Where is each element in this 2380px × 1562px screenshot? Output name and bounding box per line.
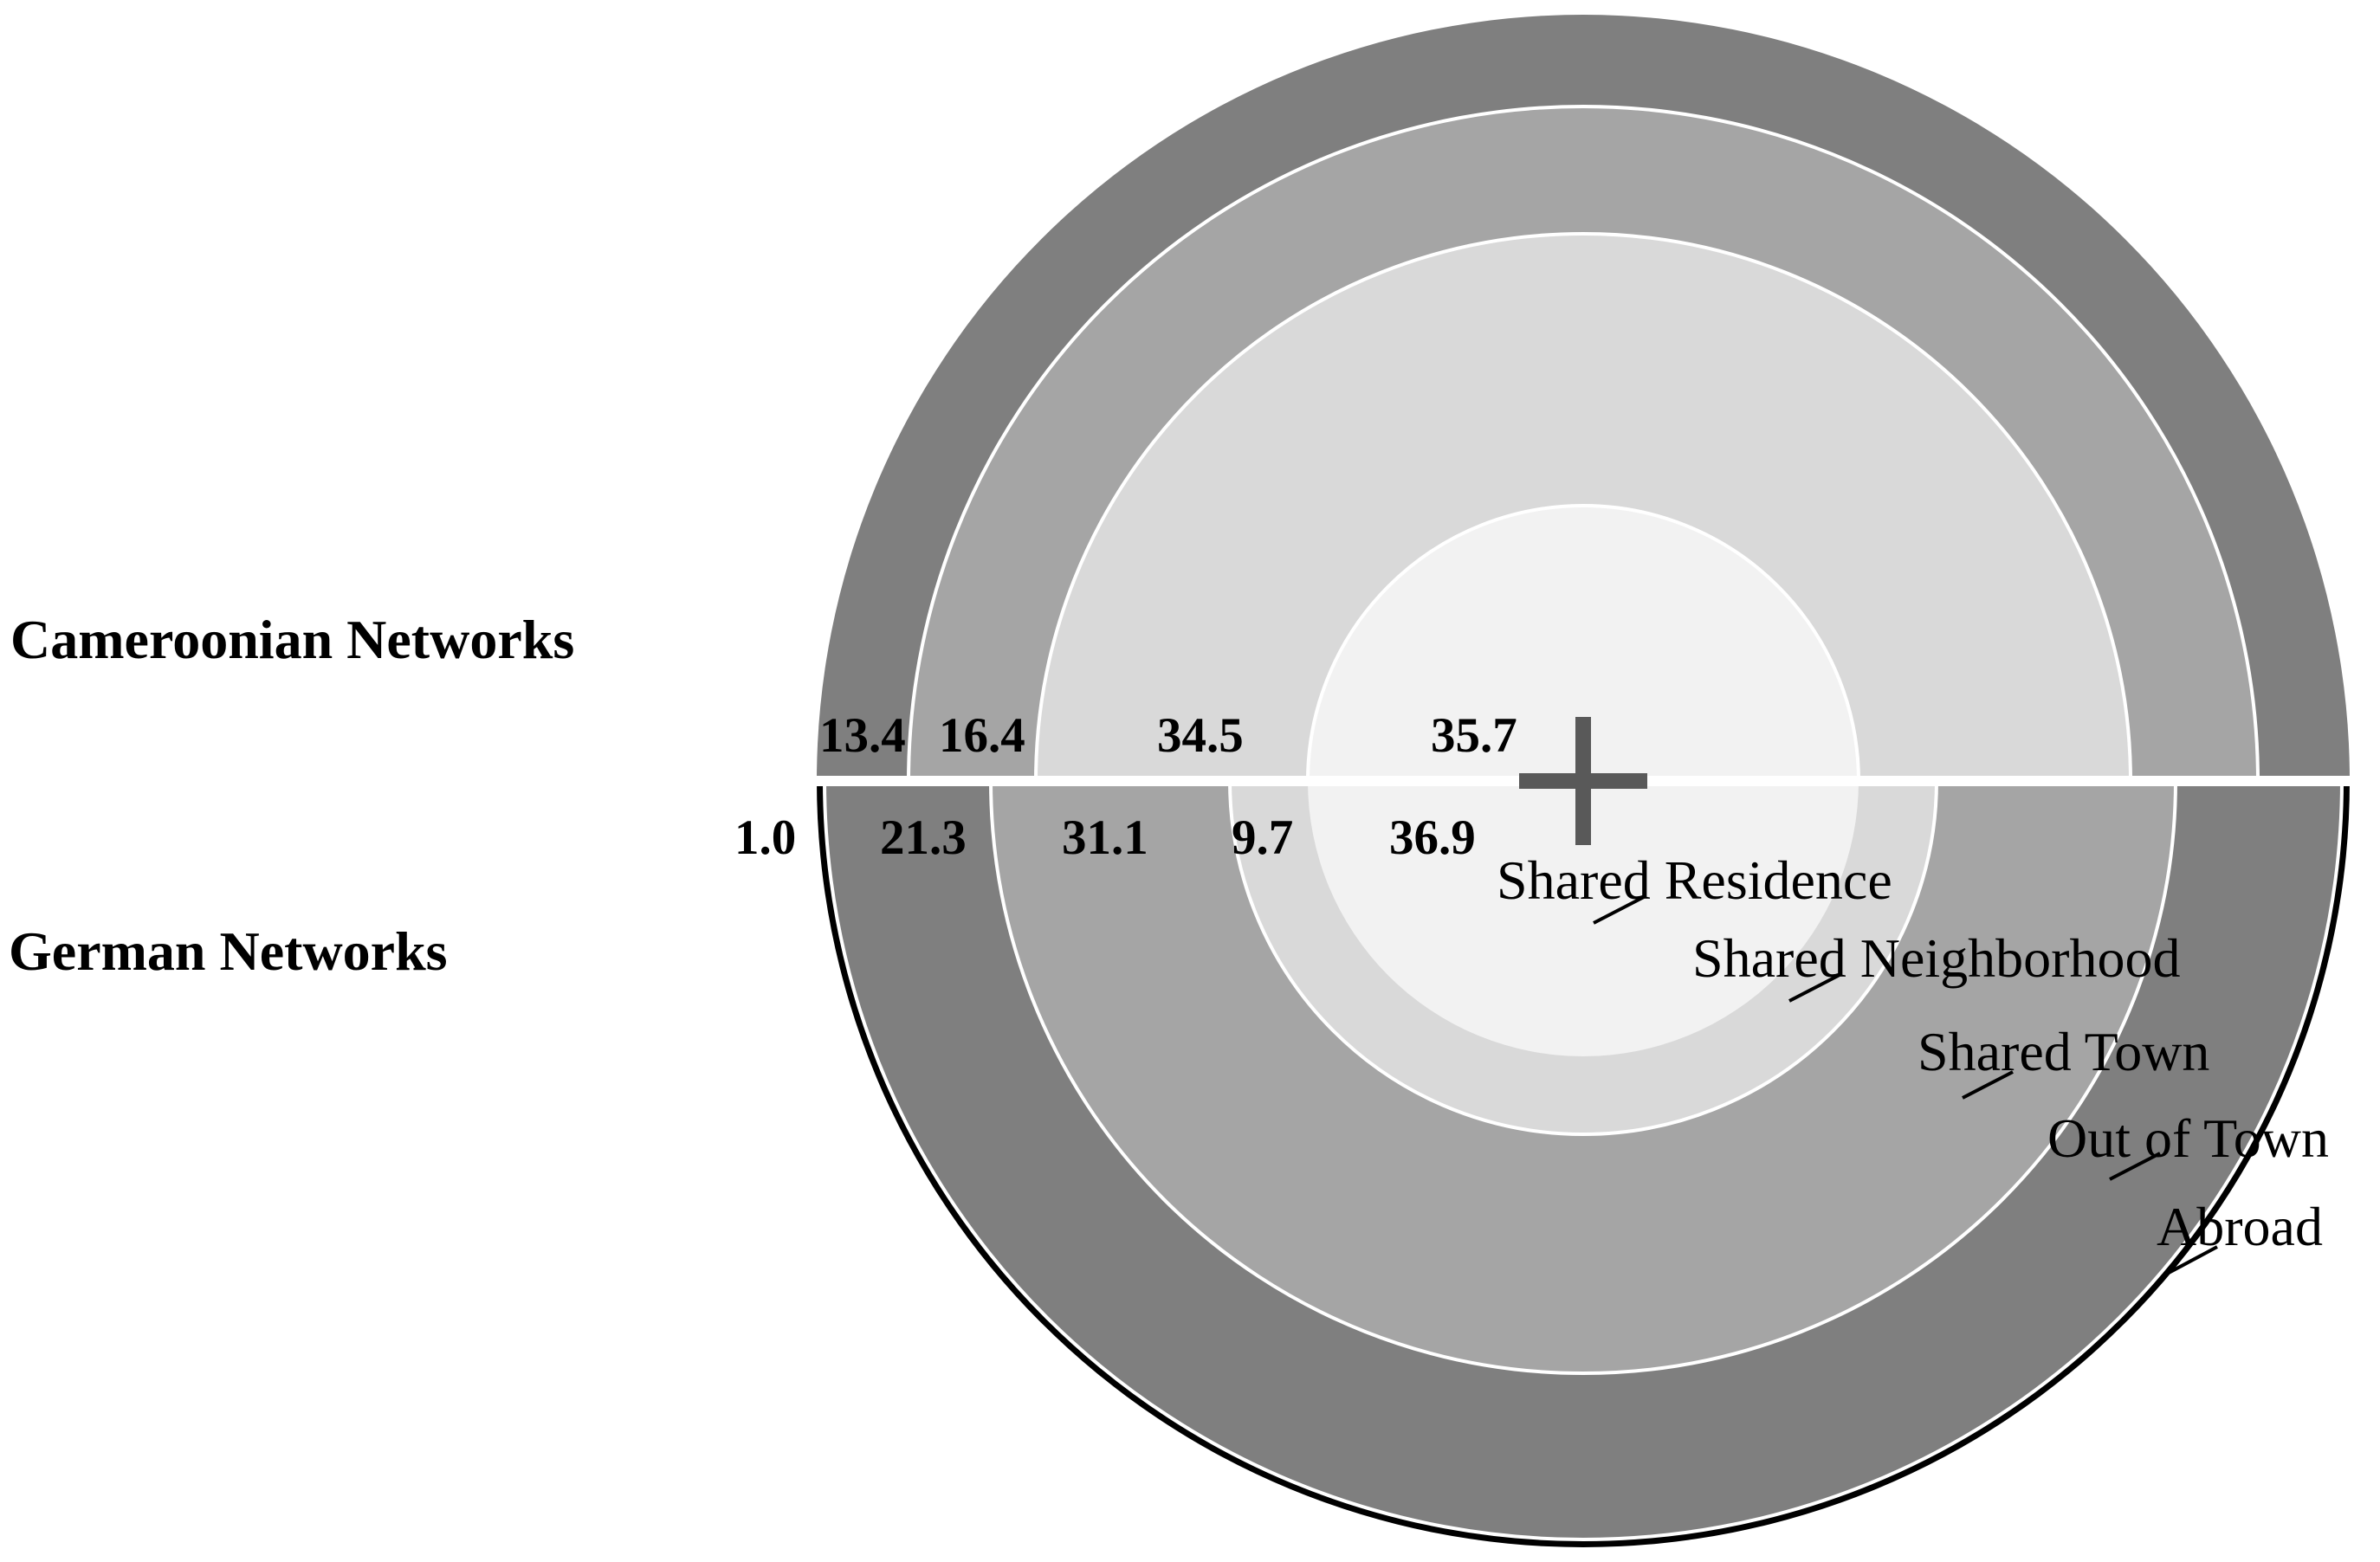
value-label-ger-shared-town: 31.1 (1062, 810, 1148, 865)
german-rings (817, 779, 2350, 1547)
value-label-ger-shared-neighborhood: 9.7 (1232, 810, 1293, 865)
cameroonian-value-labels: 13.4 16.4 34.5 35.7 (819, 708, 1517, 763)
value-label-ger-abroad: 1.0 (734, 810, 796, 865)
legend-label-abroad: Abroad (2157, 1196, 2323, 1257)
legend-label-shared-residence: Shared Residence (1497, 849, 1892, 911)
value-label-ger-out-of-town: 21.3 (880, 810, 967, 865)
german-value-labels: 1.0 21.3 31.1 9.7 36.9 (734, 810, 1476, 865)
ger-ring-shared-residence-36.9 (1308, 781, 1859, 1056)
legend-leader-shared-town (1962, 1070, 2014, 1100)
cameroonian-rings (817, 15, 2350, 783)
center-plus-vertical-bar (1575, 717, 1591, 845)
legend-leader-abroad (2168, 1245, 2218, 1275)
legend-leader-shared-residence (1593, 895, 1645, 925)
value-label-ger-shared-residence: 36.9 (1389, 810, 1476, 865)
legend-label-shared-neighborhood: Shared Neighborhood (1692, 927, 2180, 989)
value-label-cam-shared-town: 16.4 (939, 708, 1025, 763)
cameroonian-networks-label: Cameroonian Networks (10, 609, 574, 670)
legend-label-out-of-town: Out of Town (2047, 1107, 2329, 1169)
cam-ring-shared-residence-35.7 (1305, 504, 1861, 783)
legend-leader-shared-neighborhood (1788, 973, 1840, 1003)
german-networks-label: German Networks (9, 920, 448, 982)
ring-legend: Shared Residence Shared Neighborhood Sha… (1497, 849, 2329, 1275)
legend-label-shared-town: Shared Town (1918, 1021, 2209, 1082)
value-label-cam-out-of-town: 13.4 (819, 708, 906, 763)
center-plus-icon (1519, 717, 1647, 845)
value-label-cam-shared-neighborhood: 34.5 (1157, 708, 1244, 763)
value-label-cam-shared-residence: 35.7 (1431, 708, 1517, 763)
legend-leader-out-of-town (2109, 1152, 2161, 1181)
